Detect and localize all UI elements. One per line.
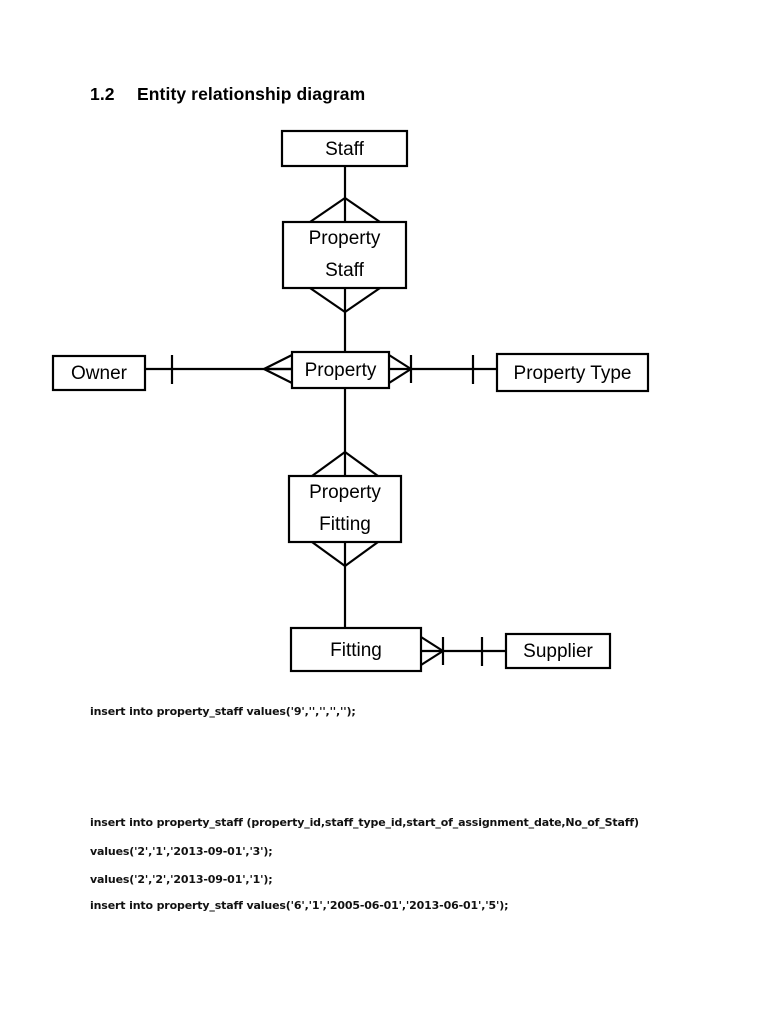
page-title: 1.2 Entity relationship diagram bbox=[90, 84, 365, 105]
entity-staff-label: Staff bbox=[325, 139, 364, 160]
entity-property-staff-label-line2: Staff bbox=[325, 260, 364, 281]
crowsfoot-propertyfitting-bottom bbox=[311, 541, 379, 567]
entity-staff[interactable]: Staff bbox=[280, 129, 409, 168]
entity-property-staff-label-line1: Property bbox=[309, 228, 381, 249]
sql-line: insert into property_staff values('6','1… bbox=[90, 899, 509, 912]
crowsfoot-propertystaff-top bbox=[309, 197, 381, 223]
sql-line: values('2','1','2013-09-01','3'); bbox=[90, 845, 273, 858]
entity-property-type-label: Property Type bbox=[514, 363, 632, 384]
crowsfoot-fitting-right bbox=[420, 636, 445, 666]
crowsfoot-property-left bbox=[263, 354, 293, 384]
entity-supplier[interactable]: Supplier bbox=[504, 632, 612, 670]
entity-owner-label: Owner bbox=[71, 363, 128, 384]
entity-property-type[interactable]: Property Type bbox=[495, 352, 650, 393]
entity-fitting[interactable]: Fitting bbox=[289, 626, 423, 673]
sql-line: insert into property_staff (property_id,… bbox=[90, 816, 639, 829]
crowsfoot-propertyfitting-top bbox=[311, 451, 379, 477]
entity-property-label: Property bbox=[305, 360, 377, 381]
entity-property-fitting[interactable]: Property Fitting bbox=[287, 474, 403, 544]
er-diagram: Staff Property Staff Owner Property bbox=[0, 110, 768, 690]
entity-property-fitting-label-line1: Property bbox=[309, 482, 381, 503]
crowsfoot-property-right bbox=[388, 354, 413, 384]
entity-fitting-label: Fitting bbox=[330, 640, 382, 661]
entity-property-staff[interactable]: Property Staff bbox=[281, 220, 408, 290]
heading-text: Entity relationship diagram bbox=[137, 84, 366, 104]
crowsfoot-propertystaff-bottom bbox=[309, 287, 381, 313]
sql-line: values('2','2','2013-09-01','1'); bbox=[90, 873, 273, 886]
entity-property[interactable]: Property bbox=[290, 350, 391, 390]
entity-owner[interactable]: Owner bbox=[51, 354, 147, 392]
heading-number: 1.2 bbox=[90, 84, 115, 104]
entity-supplier-label: Supplier bbox=[523, 641, 593, 662]
sql-line: insert into property_staff values('9',''… bbox=[90, 705, 356, 718]
entity-property-fitting-label-line2: Fitting bbox=[319, 514, 371, 535]
